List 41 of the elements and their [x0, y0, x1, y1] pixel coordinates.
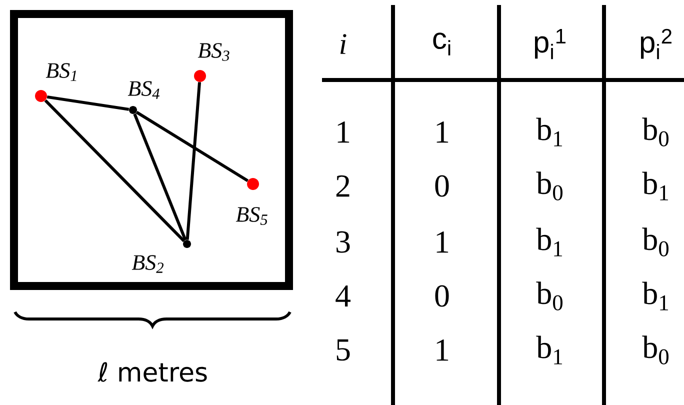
column-header: p$_{i}$1 — [534, 28, 566, 60]
table-cell: 3 — [336, 231, 350, 253]
table-cell: b$_{1}$ — [642, 172, 668, 200]
table-cell: 0 — [435, 285, 449, 307]
column-header: c$_{i}$ — [433, 32, 450, 56]
table-cell: b$_{0}$ — [642, 336, 668, 364]
table-cell: b$_{1}$ — [536, 336, 562, 364]
station-dot — [194, 70, 206, 82]
station-label: BS$_{3}$ — [198, 43, 230, 61]
station-dot — [35, 90, 47, 102]
station-dot — [129, 106, 137, 114]
station-dot — [183, 240, 191, 248]
dimension-label: ℓ metres — [98, 362, 207, 382]
table-cell: b$_{0}$ — [642, 228, 668, 256]
table-cell: 2 — [336, 175, 350, 197]
table-cell: 4 — [336, 285, 350, 307]
link-line — [186, 82, 202, 240]
table-cell: 1 — [436, 231, 448, 253]
area-square — [10, 10, 293, 290]
table-cell: 0 — [435, 175, 449, 197]
station-label: BS$_{2}$ — [132, 255, 164, 273]
table-cell: 1 — [436, 339, 448, 361]
station-label: BS$_{5}$ — [236, 207, 268, 225]
table-cell: b$_{0}$ — [536, 282, 562, 310]
table-cell: b$_{0}$ — [536, 172, 562, 200]
link-line — [44, 99, 186, 242]
station-dot — [247, 178, 259, 190]
column-header: i — [340, 34, 346, 54]
link-line — [133, 113, 187, 241]
station-label: BS$_{1}$ — [46, 63, 76, 81]
table-cell: 1 — [338, 121, 350, 143]
table-cell: 5 — [336, 339, 350, 361]
table-cell: 1 — [436, 121, 448, 143]
table-cell: b$_{0}$ — [642, 118, 668, 146]
link-line — [136, 110, 249, 182]
table-cell: b$_{1}$ — [536, 118, 562, 146]
station-label: BS$_{4}$ — [128, 81, 160, 99]
table-cell: b$_{1}$ — [642, 282, 668, 310]
table-cell: b$_{1}$ — [536, 228, 562, 256]
column-header: p$_{i}$2 — [640, 28, 672, 60]
link-line — [46, 95, 130, 111]
